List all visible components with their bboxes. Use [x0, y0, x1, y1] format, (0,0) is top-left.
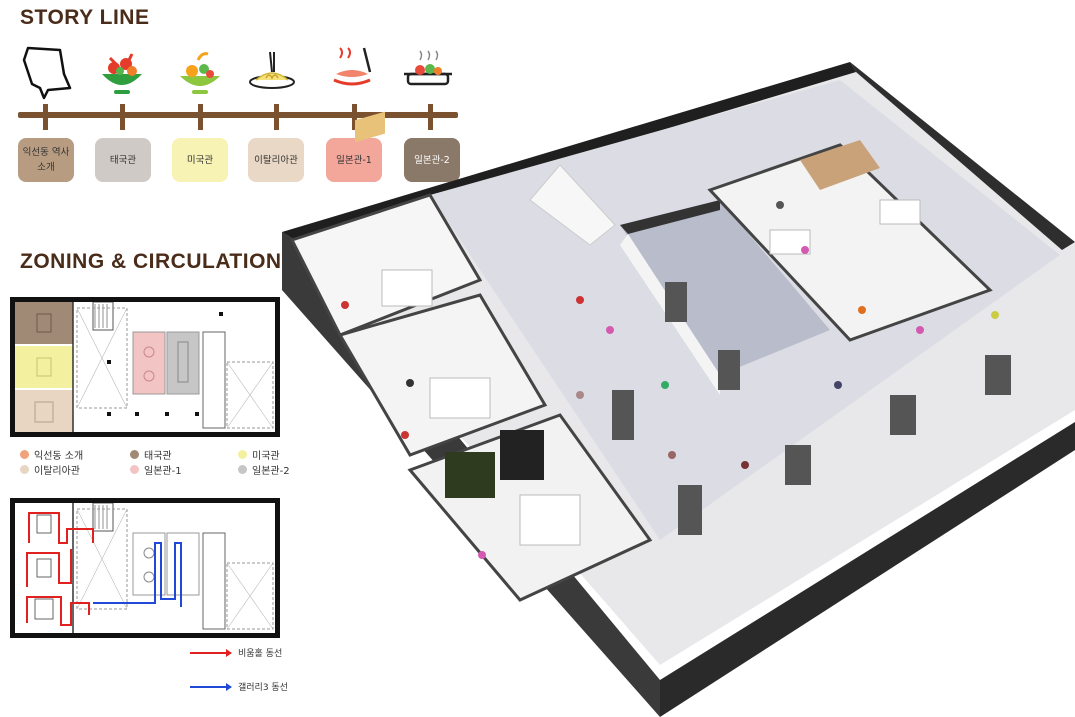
american-food-icon — [180, 52, 220, 94]
timeline-stage-japanese-1: 일본관-1 — [326, 138, 382, 182]
timeline-stage-italian: 이탈리아관 — [248, 138, 304, 182]
timeline-stage-american: 미국관 — [172, 138, 228, 182]
timeline-bar — [18, 112, 458, 118]
legend-japanese-2: 일본관-2 — [238, 462, 290, 477]
legend-japanese-1: 일본관-1 — [130, 462, 182, 477]
room-japanese — [710, 145, 990, 340]
legend-dot — [130, 465, 139, 474]
timeline-stage-history: 익선동 역사 소개 — [18, 138, 74, 182]
legend-red-route: 비움홀 동선 — [190, 646, 282, 659]
legend-dot — [238, 465, 247, 474]
circulation-plan — [10, 498, 280, 638]
timeline-tick — [43, 104, 48, 130]
legend-dot — [238, 450, 247, 459]
zoning-title: ZONING & CIRCULATION — [20, 250, 282, 273]
atrium-edge — [620, 200, 720, 234]
map-icon — [22, 46, 72, 100]
timeline-tick — [428, 104, 433, 130]
timeline-stage-thai: 태국관 — [95, 138, 151, 182]
legend-dot — [20, 450, 29, 459]
pillar — [985, 355, 1011, 395]
menu-board — [500, 430, 544, 480]
legend-dot — [130, 450, 139, 459]
timeline-stage-japanese-2: 일본관-2 — [404, 138, 460, 182]
timeline-tick — [120, 104, 125, 130]
outer-wall-back — [850, 62, 1075, 250]
legend-dot — [20, 465, 29, 474]
menu-board-2 — [445, 452, 495, 498]
story-line-title: STORY LINE — [20, 6, 150, 29]
japanese-screens — [800, 140, 880, 190]
pillar — [612, 390, 634, 440]
exhibit-table — [519, 494, 581, 546]
display-board — [355, 111, 385, 143]
staircase — [529, 164, 616, 246]
pillar — [890, 395, 916, 435]
pillar — [665, 282, 687, 322]
legend-american: 미국관 — [238, 447, 280, 462]
timeline-tick — [352, 104, 357, 130]
blue-route-line — [190, 682, 232, 691]
japanese-food-2-icon — [404, 50, 452, 86]
exhibit-table — [879, 199, 921, 225]
circulation-plan-drawing — [26, 503, 274, 633]
japanese-food-1-icon — [333, 47, 372, 86]
outer-wall-right — [660, 422, 1075, 717]
isometric-exhibition-rendering — [282, 62, 1075, 717]
timeline-tick — [198, 104, 203, 130]
exhibit-table — [429, 377, 491, 419]
room-italian — [340, 295, 545, 455]
red-route-line — [190, 648, 232, 657]
room-american — [292, 195, 480, 335]
zoning-plan — [10, 297, 280, 437]
pillar — [718, 350, 740, 390]
legend-italian: 이탈리아관 — [20, 462, 80, 477]
pillar — [678, 485, 702, 535]
legend-history: 익선동 소개 — [20, 447, 83, 462]
legend-blue-route: 갤러리3 동선 — [190, 680, 288, 693]
pillar — [785, 445, 811, 485]
legend-thai: 태국관 — [130, 447, 172, 462]
thai-food-icon — [102, 53, 142, 94]
zoning-plan-drawing — [15, 302, 274, 432]
atrium-void — [620, 200, 830, 375]
timeline-tick — [274, 104, 279, 130]
italian-food-icon — [249, 51, 295, 89]
exhibit-table — [381, 269, 433, 307]
